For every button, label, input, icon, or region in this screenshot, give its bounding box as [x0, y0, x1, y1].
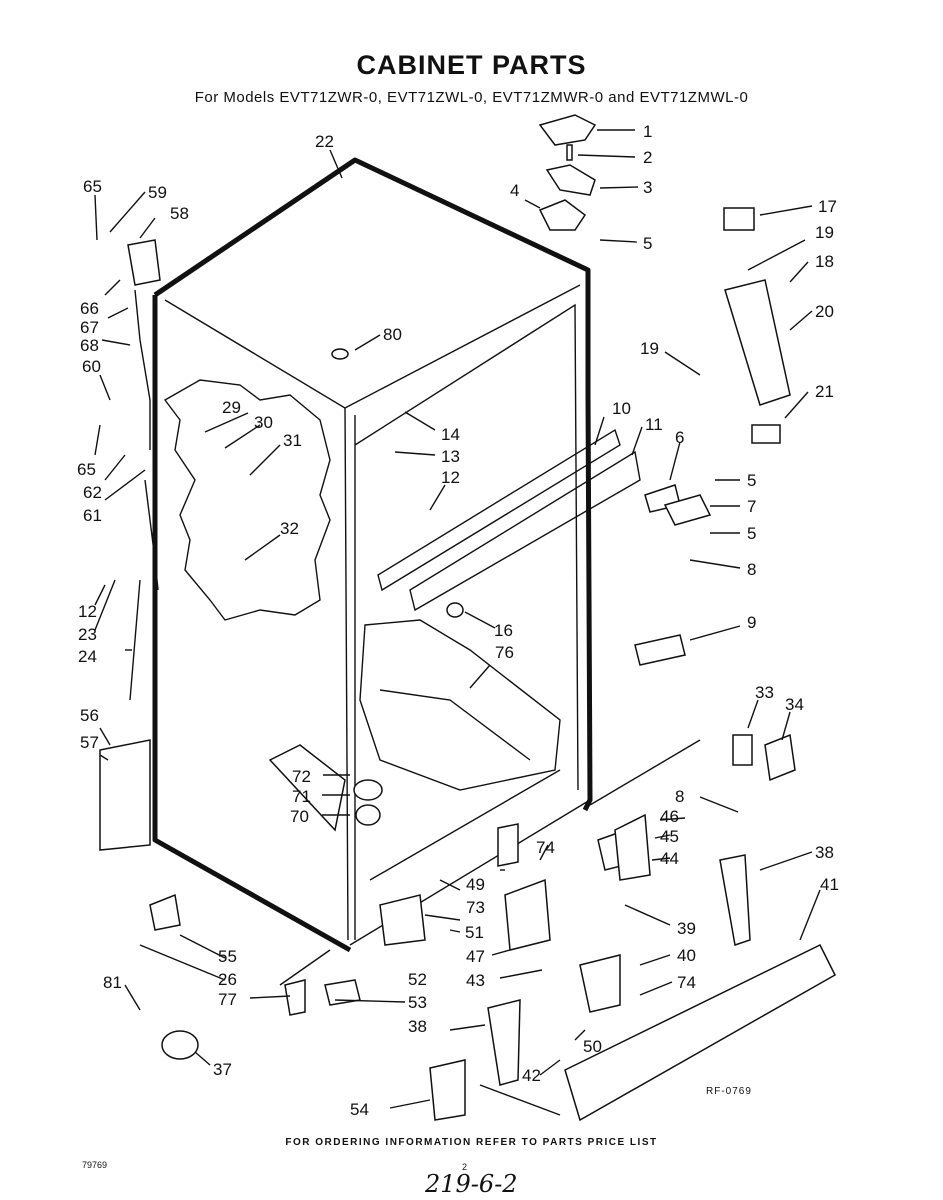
leader-lines: [94, 129, 821, 1116]
callout-12: 12: [78, 602, 97, 621]
callout-4: 4: [510, 181, 519, 200]
callout-74: 74: [536, 838, 555, 857]
callout-80: 80: [383, 325, 402, 344]
callout-66: 66: [80, 299, 99, 318]
callout-56: 56: [80, 706, 99, 725]
callout-57: 57: [80, 733, 99, 752]
callout-7: 7: [747, 497, 756, 516]
callout-39: 39: [677, 919, 696, 938]
callout-54: 54: [350, 1100, 369, 1119]
model-list-subtitle: For Models EVT71ZWR-0, EVT71ZWL-0, EVT71…: [194, 89, 749, 106]
callout-77: 77: [218, 990, 237, 1009]
callout-68: 68: [80, 336, 99, 355]
callout-22: 22: [315, 132, 334, 151]
callout-38: 38: [815, 843, 834, 862]
callout-76: 76: [495, 643, 514, 662]
callout-74: 74: [677, 973, 696, 992]
callout-3: 3: [643, 178, 652, 197]
callout-6: 6: [675, 428, 684, 447]
callout-13: 13: [441, 447, 460, 466]
callout-51: 51: [465, 923, 484, 942]
callout-33: 33: [755, 683, 774, 702]
callout-5: 5: [747, 524, 756, 543]
callout-62: 62: [83, 483, 102, 502]
callout-23: 23: [78, 625, 97, 644]
callout-55: 55: [218, 947, 237, 966]
callout-45: 45: [660, 827, 679, 846]
callout-67: 67: [80, 318, 99, 337]
callout-38: 38: [408, 1017, 427, 1036]
callout-42: 42: [522, 1066, 541, 1085]
callout-40: 40: [677, 946, 696, 965]
callout-1: 1: [643, 122, 652, 141]
callout-72: 72: [292, 767, 311, 786]
callout-26: 26: [218, 970, 237, 989]
callout-21: 21: [815, 382, 834, 401]
callout-46: 46: [660, 807, 679, 826]
callout-8: 8: [747, 560, 756, 579]
callout-32: 32: [280, 519, 299, 538]
ordering-footer: FOR ORDERING INFORMATION REFER TO PARTS …: [285, 1137, 658, 1148]
page-mark: 2: [462, 1162, 468, 1172]
callout-19: 19: [640, 339, 659, 358]
page-title: CABINET PARTS: [356, 50, 587, 80]
callout-50: 50: [583, 1037, 602, 1056]
callout-61: 61: [83, 506, 102, 525]
handwritten-note: 219-6-2: [425, 1170, 518, 1198]
callout-10: 10: [612, 399, 631, 418]
callout-65: 65: [83, 177, 102, 196]
callout-12: 12: [441, 468, 460, 487]
callout-5: 5: [747, 471, 756, 490]
callout-14: 14: [441, 425, 460, 444]
door-detail-outline: [163, 379, 331, 621]
cabinet-illustration: [152, 157, 641, 953]
callout-5: 5: [643, 234, 652, 253]
callout-labels: 1 2 3 4 5 5 5 5 6 7 8 8 9 10 11 12 12 13…: [77, 122, 839, 1119]
callout-8: 8: [675, 787, 684, 806]
corner-code: 79769: [82, 1160, 108, 1170]
callout-60: 60: [82, 357, 101, 376]
callout-24: 24: [78, 647, 97, 666]
callout-43: 43: [466, 971, 485, 990]
callout-44: 44: [660, 849, 679, 868]
callout-18: 18: [815, 252, 834, 271]
callout-59: 59: [148, 183, 167, 202]
callout-53: 53: [408, 993, 427, 1012]
parts-shapes: [99, 114, 836, 1122]
callout-81: 81: [103, 973, 122, 992]
callout-9: 9: [747, 613, 756, 632]
callout-52: 52: [408, 970, 427, 989]
callout-58: 58: [170, 204, 189, 223]
callout-30: 30: [254, 413, 273, 432]
callout-19: 19: [815, 223, 834, 242]
callout-37: 37: [213, 1060, 232, 1079]
reference-code: RF-0769: [706, 1086, 752, 1097]
callout-73: 73: [466, 898, 485, 917]
callout-70: 70: [290, 807, 309, 826]
callout-65: 65: [77, 460, 96, 479]
callout-11: 11: [645, 415, 663, 434]
callout-41: 41: [820, 875, 839, 894]
callout-20: 20: [815, 302, 834, 321]
callout-31: 31: [283, 431, 302, 450]
callout-49: 49: [466, 875, 485, 894]
callout-29: 29: [222, 398, 241, 417]
callout-34: 34: [785, 695, 804, 714]
callout-17: 17: [818, 197, 837, 216]
callout-47: 47: [466, 947, 485, 966]
callout-2: 2: [643, 148, 652, 167]
callout-16: 16: [494, 621, 513, 640]
callout-71: 71: [292, 787, 311, 806]
